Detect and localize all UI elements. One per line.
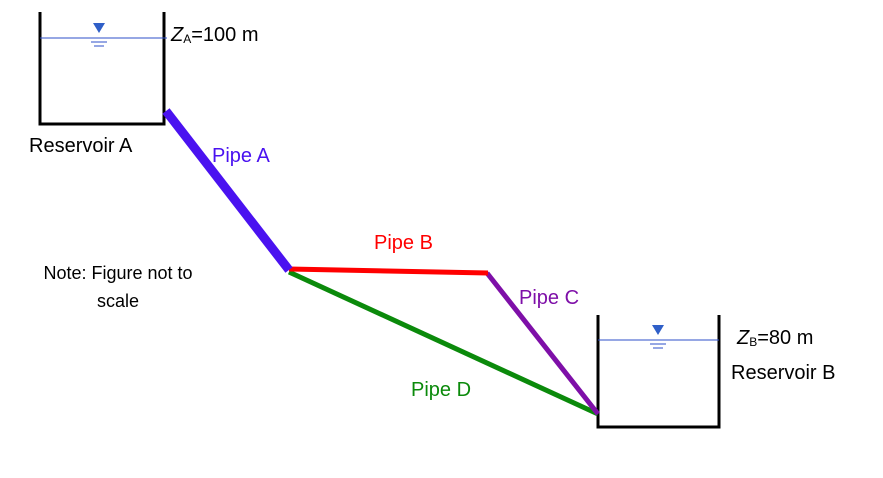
elevation-symbol-a: Z <box>171 24 184 46</box>
pipe-d-line <box>287 269 600 417</box>
pipe-a-line <box>162 108 293 273</box>
reservoir-a-elevation-label: ZA=100 m <box>171 25 259 45</box>
pipe-d-label: Pipe D <box>411 379 472 401</box>
reservoir-b-label: Reservoir B <box>731 362 836 384</box>
pipe-a-label: Pipe A <box>212 145 270 167</box>
pipe-c-line <box>485 271 600 416</box>
pipe-c-label: Pipe C <box>519 287 580 309</box>
reservoir-a-water-level-marker-icon <box>93 23 105 33</box>
reservoir-b-walls <box>596 315 721 429</box>
elevation-subscript-a: A <box>183 32 192 46</box>
scale-note: Note: Figure not to scale <box>24 259 212 315</box>
scale-note-line-2: scale <box>96 291 140 311</box>
elevation-value-b: =80 m <box>757 327 814 349</box>
reservoir-b-water-level-marker-icon <box>652 325 664 335</box>
elevation-symbol-b: Z <box>737 327 750 349</box>
reservoir-a <box>38 12 167 126</box>
pipe-b-line <box>288 266 489 276</box>
reservoir-b <box>596 315 721 429</box>
reservoir-a-walls <box>38 12 166 126</box>
scale-note-line-1: Note: Figure not to <box>43 263 193 283</box>
pipe-b-label: Pipe B <box>374 232 433 254</box>
elevation-value-a: =100 m <box>191 24 259 46</box>
reservoir-b-elevation-label: ZB=80 m <box>737 328 813 348</box>
elevation-subscript-b: B <box>749 335 758 349</box>
reservoir-a-label: Reservoir A <box>29 135 133 157</box>
